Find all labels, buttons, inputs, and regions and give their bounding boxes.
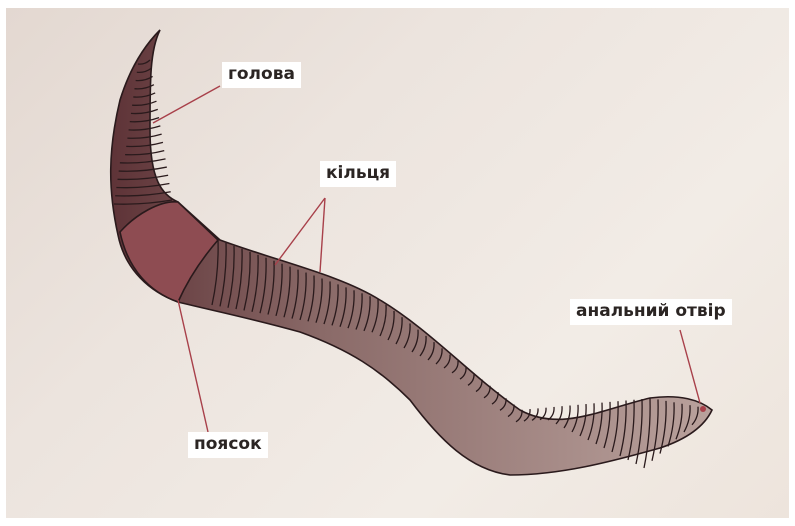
pointer-clitellum [178,300,208,432]
label-anus: анальний отвір [570,299,732,325]
anus-marker [700,406,706,412]
label-head: голова [222,62,301,88]
label-rings: кільця [320,161,396,187]
pointer-rings-b [320,198,325,272]
pointer-rings-a [275,198,325,265]
label-clitellum: поясок [188,432,268,458]
pointer-head [153,86,220,123]
pointer-anus [680,330,700,403]
body-ring [548,407,554,420]
